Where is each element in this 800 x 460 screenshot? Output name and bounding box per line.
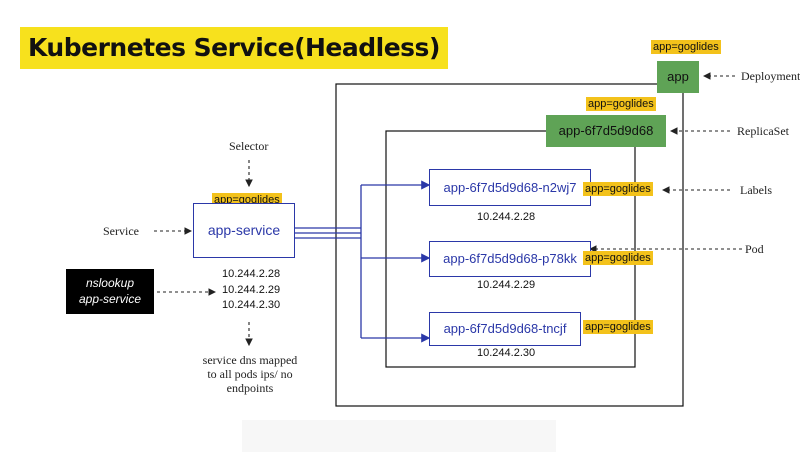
- pod-node-1[interactable]: app-6f7d5d9d68-n2wj7: [429, 169, 591, 206]
- pod-1-ip: 10.244.2.28: [477, 211, 536, 223]
- service-note-line-3: endpoints: [226, 381, 274, 395]
- pod-2-label-tag: app=goglides: [583, 251, 653, 265]
- labels-caption: Labels: [740, 183, 772, 197]
- replicaset-caption: ReplicaSet: [737, 124, 789, 138]
- deployment-box: [335, 83, 684, 407]
- deployment-caption: Deployment: [741, 69, 800, 83]
- caption-bar: [242, 420, 556, 452]
- pod-node-2[interactable]: app-6f7d5d9d68-p78kk: [429, 241, 591, 277]
- replicaset-label-tag: app=goglides: [586, 97, 656, 111]
- replicaset-node[interactable]: app-6f7d5d9d68: [546, 115, 666, 147]
- page-title: Kubernetes Service(Headless): [20, 27, 448, 69]
- pod-1-label-tag: app=goglides: [583, 182, 653, 196]
- service-ip-2: 10.244.2.29: [222, 284, 281, 296]
- pod-node-3[interactable]: app-6f7d5d9d68-tncjf: [429, 312, 581, 346]
- service-note-line-1: service dns mapped: [202, 353, 298, 367]
- replicaset-box: [385, 130, 636, 368]
- service-ip-3: 10.244.2.30: [222, 299, 281, 311]
- nslookup-box: nslookup app-service: [66, 269, 154, 314]
- selector-caption: Selector: [229, 139, 269, 153]
- service-note-line-2: to all pods ips/ no: [207, 367, 293, 381]
- pod-3-label-tag: app=goglides: [583, 320, 653, 334]
- service-pod-connectors: [295, 180, 431, 343]
- nslookup-line-2: app-service: [78, 292, 142, 306]
- pod-2-ip: 10.244.2.29: [477, 279, 536, 291]
- service-caption: Service: [103, 224, 139, 238]
- service-node[interactable]: app-service: [193, 203, 295, 258]
- pod-3-ip: 10.244.2.30: [477, 347, 536, 359]
- deployment-label-tag: app=goglides: [651, 40, 721, 54]
- pod-caption: Pod: [745, 242, 764, 256]
- service-ip-1: 10.244.2.28: [222, 268, 281, 280]
- deployment-node[interactable]: app: [657, 61, 699, 93]
- nslookup-line-1: nslookup: [85, 276, 135, 290]
- label-arrows: [154, 72, 742, 347]
